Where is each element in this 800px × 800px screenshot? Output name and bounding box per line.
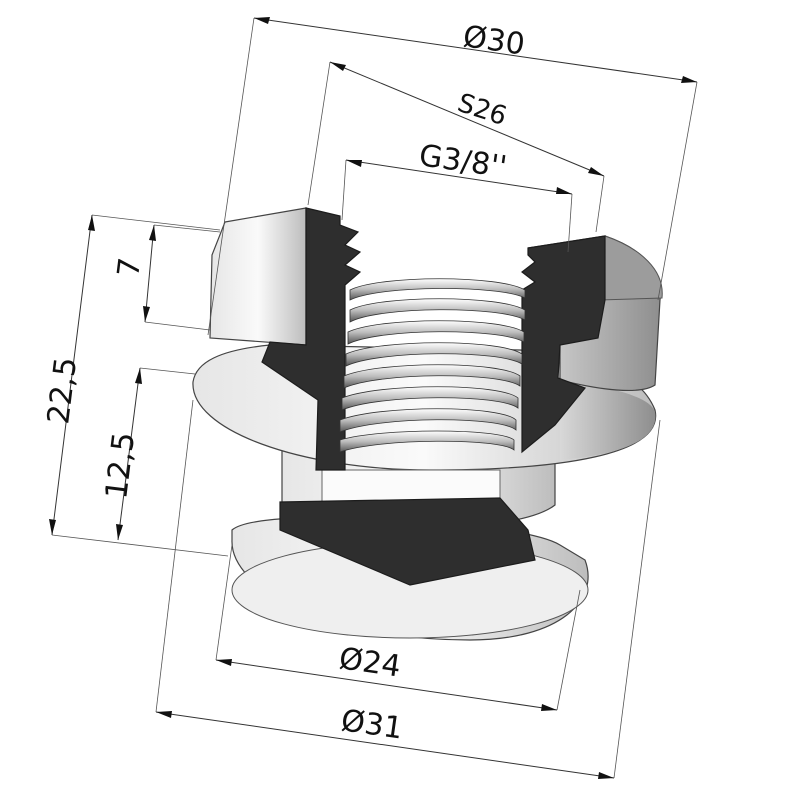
bottom-outer-diameter-label: Ø31 [339, 703, 405, 746]
internal-thread [339, 278, 526, 453]
hex-size-label: S26 [454, 88, 510, 132]
outer-diameter-top-label: Ø30 [461, 19, 527, 62]
dimension-hex-height: 7 [111, 224, 221, 331]
hex-height-label: 7 [111, 256, 148, 279]
bottom-inner-diameter-label: Ø24 [337, 641, 403, 684]
dimension-bottom-inner-diameter: Ø24 [215, 544, 581, 711]
dimension-bottom-outer-diameter: Ø31 [155, 399, 661, 779]
section-bottom [279, 497, 536, 586]
dimension-total-height: 22,5 [41, 214, 229, 557]
thread-label: G3/8'' [417, 138, 509, 185]
dimension-thread: G3/8'' [341, 138, 573, 253]
hex-nut-left [209, 207, 307, 346]
hex-nut-top-right [599, 235, 663, 301]
section-right [521, 235, 606, 454]
lower-height-label: 12,5 [99, 430, 142, 501]
total-height-label: 22,5 [41, 355, 84, 426]
dimension-outer-diameter-top: Ø30 [207, 17, 698, 336]
dimension-lower-height: 12,5 [99, 367, 196, 541]
section-cut [261, 207, 606, 586]
middle-flange-right-shade [560, 380, 656, 460]
section-left [261, 207, 362, 471]
